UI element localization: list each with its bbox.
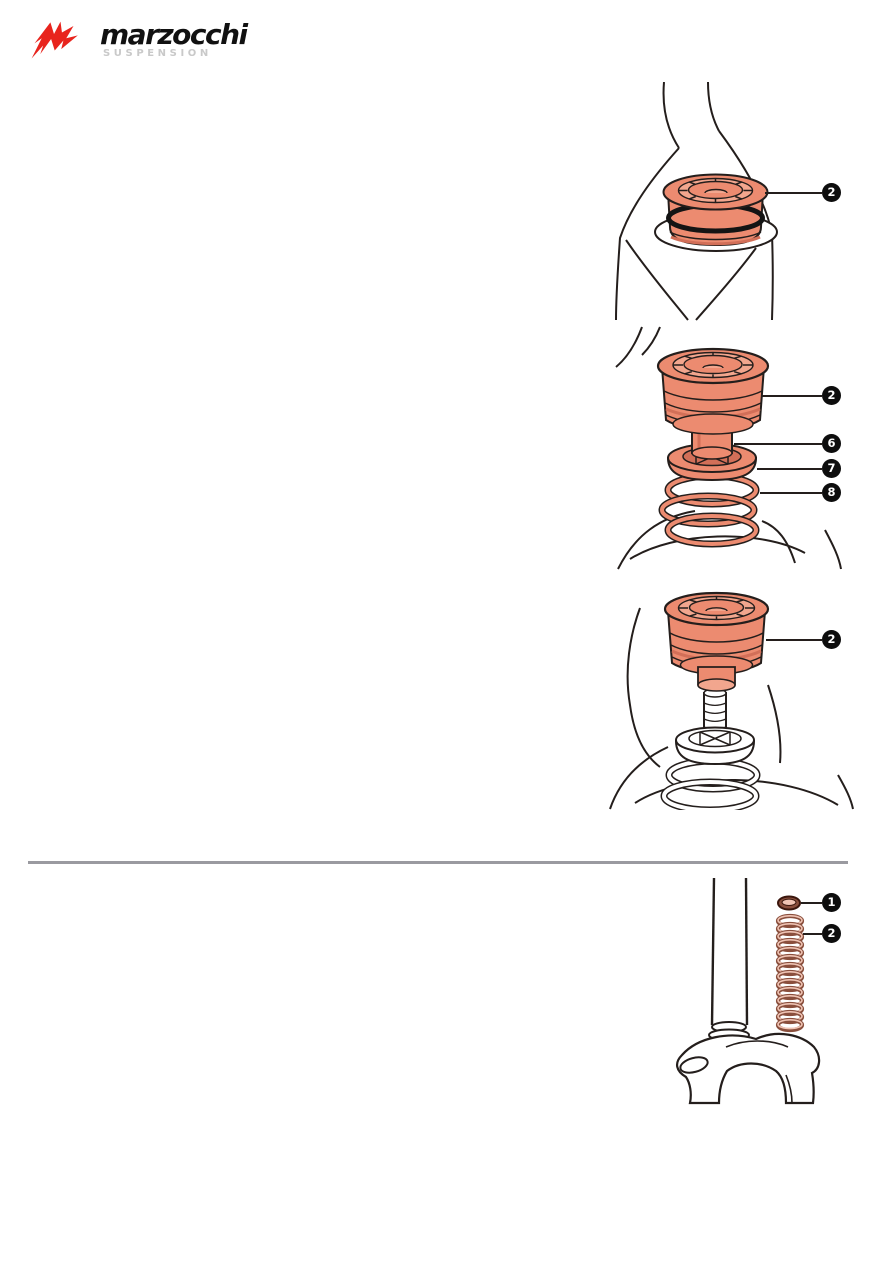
callout-leader: [766, 639, 822, 641]
fork-crown-drawing: [625, 239, 757, 321]
callout-badge-7: 7: [822, 459, 841, 478]
marzocchi-logo: marzocchi SUSPENSION: [100, 18, 248, 60]
fork-crown-drawing: [609, 607, 854, 810]
callout-leader: [803, 933, 822, 935]
figure-top-cap-installed: 2: [600, 82, 893, 322]
line-art-cap-removed: [609, 591, 854, 810]
retainer-cross: [699, 731, 731, 746]
callout-leader: [760, 492, 822, 494]
top-cap-drawing: [662, 173, 769, 247]
section-divider: [28, 861, 848, 864]
callout-badge-2: 2: [822, 924, 841, 943]
spring-retainer-drawing: [674, 726, 756, 766]
callout-badge-2: 2: [822, 183, 841, 202]
figure-top-cap-removed: 2: [600, 575, 893, 810]
callout-leader: [757, 468, 822, 470]
figure-preload-kit-exploded: 2 6 7 8: [600, 325, 893, 570]
callout-badge-2: 2: [822, 630, 841, 649]
top-cap-drawing: [663, 591, 770, 692]
marzocchi-m-icon: [31, 21, 78, 59]
line-art-preload-exploded: [615, 326, 842, 570]
coil-spring-drawing: [778, 916, 802, 1030]
callout-leader: [734, 443, 822, 445]
callout-leader: [801, 902, 822, 904]
callout-badge-8: 8: [822, 483, 841, 502]
steerer-fragment-drawing: [615, 326, 661, 368]
castellation-notches: [673, 352, 753, 378]
fork-crown-drawing: [676, 1032, 821, 1105]
callout-badge-6: 6: [822, 434, 841, 453]
spring-drawing: [658, 472, 760, 548]
spring-drawing: [660, 757, 761, 810]
callout-badge-1: 1: [822, 893, 841, 912]
line-art-fork-spring: [676, 877, 821, 1105]
top-cap-drawing: [656, 347, 770, 435]
callout-leader: [762, 395, 822, 397]
figure-fork-with-spring: 1 2: [630, 875, 893, 1110]
small-cap-drawing: [777, 895, 801, 911]
line-art-cap-installed: [615, 82, 778, 321]
callout-leader: [765, 192, 822, 194]
callout-badge-2: 2: [822, 386, 841, 405]
brand-name: marzocchi: [100, 18, 248, 51]
steerer-tube-drawing: [710, 877, 749, 1026]
brand-tagline: SUSPENSION: [103, 48, 212, 59]
fork-crown-drawing: [617, 510, 842, 570]
